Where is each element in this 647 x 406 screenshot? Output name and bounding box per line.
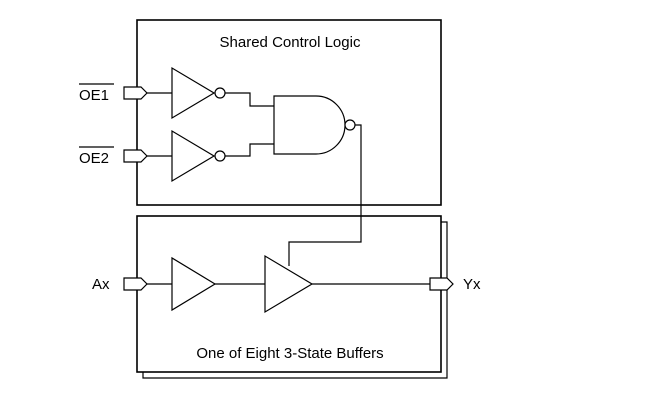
buffer-block-title: One of Eight 3-State Buffers [196, 345, 383, 362]
and-output-bubble [344, 119, 356, 131]
oe1-inverter-bubble [214, 87, 226, 99]
oe2-to-and-wire [225, 143, 274, 157]
oe1-to-and-wire [225, 92, 274, 107]
yx-output-pin [429, 277, 454, 291]
oe2-inverter-bubble [214, 150, 226, 162]
oe1-inverter [171, 66, 216, 120]
tristate-buffer [264, 254, 314, 314]
oe2-inverter [171, 129, 216, 183]
oe1-label: OE1 [79, 87, 109, 104]
oe2-label: OE2 [79, 150, 109, 167]
yx-label: Yx [463, 276, 481, 293]
input-buffer [171, 256, 217, 312]
ax-label: Ax [92, 276, 110, 293]
and-gate [273, 95, 346, 155]
oe2-input-pin [123, 149, 148, 163]
oe1-input-pin [123, 86, 148, 100]
enable-line [288, 124, 362, 266]
ax-input-pin [123, 277, 148, 291]
buffer-stack-shadow [142, 221, 448, 379]
control-block-title: Shared Control Logic [220, 34, 361, 51]
